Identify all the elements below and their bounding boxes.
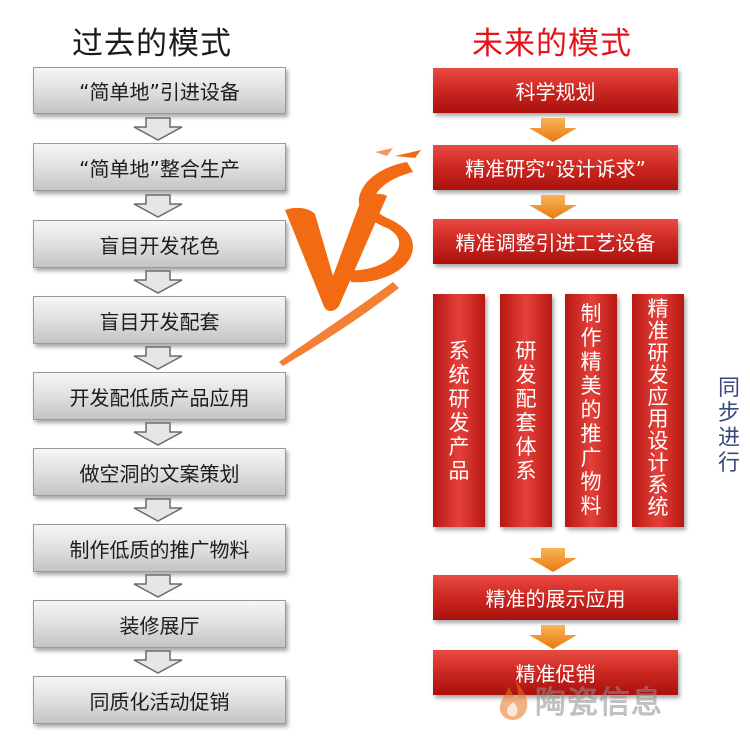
past-step-2: “简单地”整合生产 <box>33 143 286 191</box>
parallel-task-4-label: 精准研发应用设计系统 <box>647 297 669 519</box>
down-arrow-icon <box>529 548 577 572</box>
down-arrow-icon <box>133 117 183 141</box>
parallel-task-2-label: 研发配套体系 <box>515 338 537 483</box>
down-arrow-icon <box>133 194 183 218</box>
down-arrow-icon <box>133 574 183 598</box>
past-mode-title: 过去的模式 <box>72 26 232 62</box>
future-step-2: 精准研究“设计诉求” <box>433 145 678 190</box>
past-step-7: 制作低质的推广物料 <box>33 524 286 572</box>
parallel-task-3: 制作精美的推广物料 <box>565 294 617 527</box>
down-arrow-icon <box>133 270 183 294</box>
parallel-task-3-label: 制作精美的推广物料 <box>580 302 602 518</box>
past-step-3: 盲目开发花色 <box>33 220 286 268</box>
watermark: 陶瓷信息 <box>497 677 663 722</box>
parallel-task-4: 精准研发应用设计系统 <box>632 294 684 527</box>
past-step-4: 盲目开发配套 <box>33 296 286 344</box>
flame-logo-icon <box>499 679 528 720</box>
parallel-task-1: 系统研发产品 <box>433 294 485 527</box>
down-arrow-icon <box>133 422 183 446</box>
parallel-note: 同步进行 <box>717 376 740 476</box>
future-step-5: 精准促销 <box>433 650 678 695</box>
future-mode-title: 未来的模式 <box>472 26 632 62</box>
future-step-1: 科学规划 <box>433 68 678 113</box>
past-step-6: 做空洞的文案策划 <box>33 448 286 496</box>
down-arrow-icon <box>529 118 577 142</box>
down-arrow-icon <box>133 346 183 370</box>
down-arrow-icon <box>529 625 577 649</box>
past-step-9: 同质化活动促销 <box>33 676 286 724</box>
past-step-5: 开发配低质产品应用 <box>33 372 286 420</box>
down-arrow-icon <box>529 195 577 219</box>
past-step-8: 装修展厅 <box>33 600 286 648</box>
watermark-text: 陶瓷信息 <box>535 685 663 721</box>
vs-brush-icon <box>279 148 421 366</box>
down-arrow-icon <box>133 650 183 674</box>
future-step-4: 精准的展示应用 <box>433 575 678 620</box>
past-step-1: “简单地”引进设备 <box>33 67 286 114</box>
parallel-task-1-label: 系统研发产品 <box>448 338 470 483</box>
future-step-3: 精准调整引进工艺设备 <box>433 219 678 264</box>
parallel-task-2: 研发配套体系 <box>500 294 552 527</box>
down-arrow-icon <box>133 498 183 522</box>
